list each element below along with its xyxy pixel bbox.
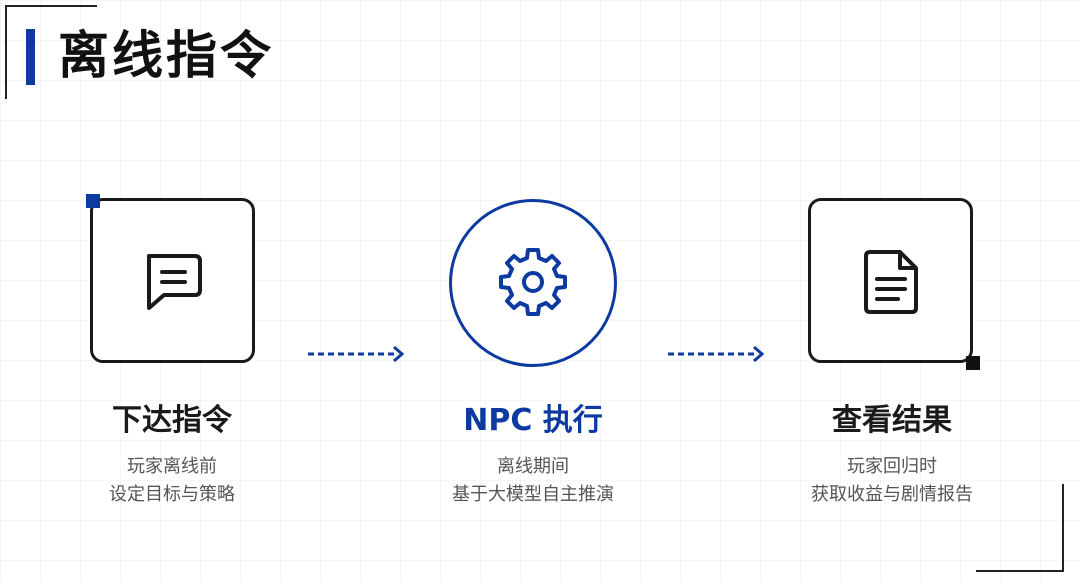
step-1-card bbox=[90, 198, 255, 363]
step-2-description: 离线期间 基于大模型自主推演 bbox=[403, 453, 663, 509]
corner-frame-top-left bbox=[5, 5, 97, 99]
step-3-title: 查看结果 bbox=[832, 403, 952, 438]
step-3-description: 玩家回归时 获取收益与剧情报告 bbox=[762, 453, 1022, 509]
title-accent-bar bbox=[26, 29, 35, 85]
corner-frame-bottom-right bbox=[976, 484, 1064, 572]
step-1-desc-line-2: 设定目标与策略 bbox=[109, 484, 235, 505]
step-2-desc-line-1: 离线期间 bbox=[497, 456, 569, 477]
document-icon bbox=[862, 248, 922, 316]
flow-arrow-1 bbox=[306, 344, 408, 368]
gear-icon bbox=[497, 246, 569, 318]
step-3-desc-line-2: 获取收益与剧情报告 bbox=[811, 484, 973, 505]
step-1-title: 下达指令 bbox=[112, 403, 232, 438]
step-1-desc-line-1: 玩家离线前 bbox=[127, 456, 217, 477]
chat-icon bbox=[140, 250, 206, 316]
page-title: 离线指令 bbox=[58, 27, 275, 86]
step-2-title: NPC 执行 bbox=[463, 403, 603, 438]
step-3-desc-line-1: 玩家回归时 bbox=[847, 456, 937, 477]
step-1-description: 玩家离线前 设定目标与策略 bbox=[42, 453, 302, 509]
card-accent-square bbox=[966, 356, 980, 370]
step-2-desc-line-2: 基于大模型自主推演 bbox=[452, 484, 614, 505]
card-accent-square bbox=[86, 194, 100, 208]
step-2-card bbox=[449, 199, 617, 367]
flow-arrow-2 bbox=[666, 344, 768, 368]
